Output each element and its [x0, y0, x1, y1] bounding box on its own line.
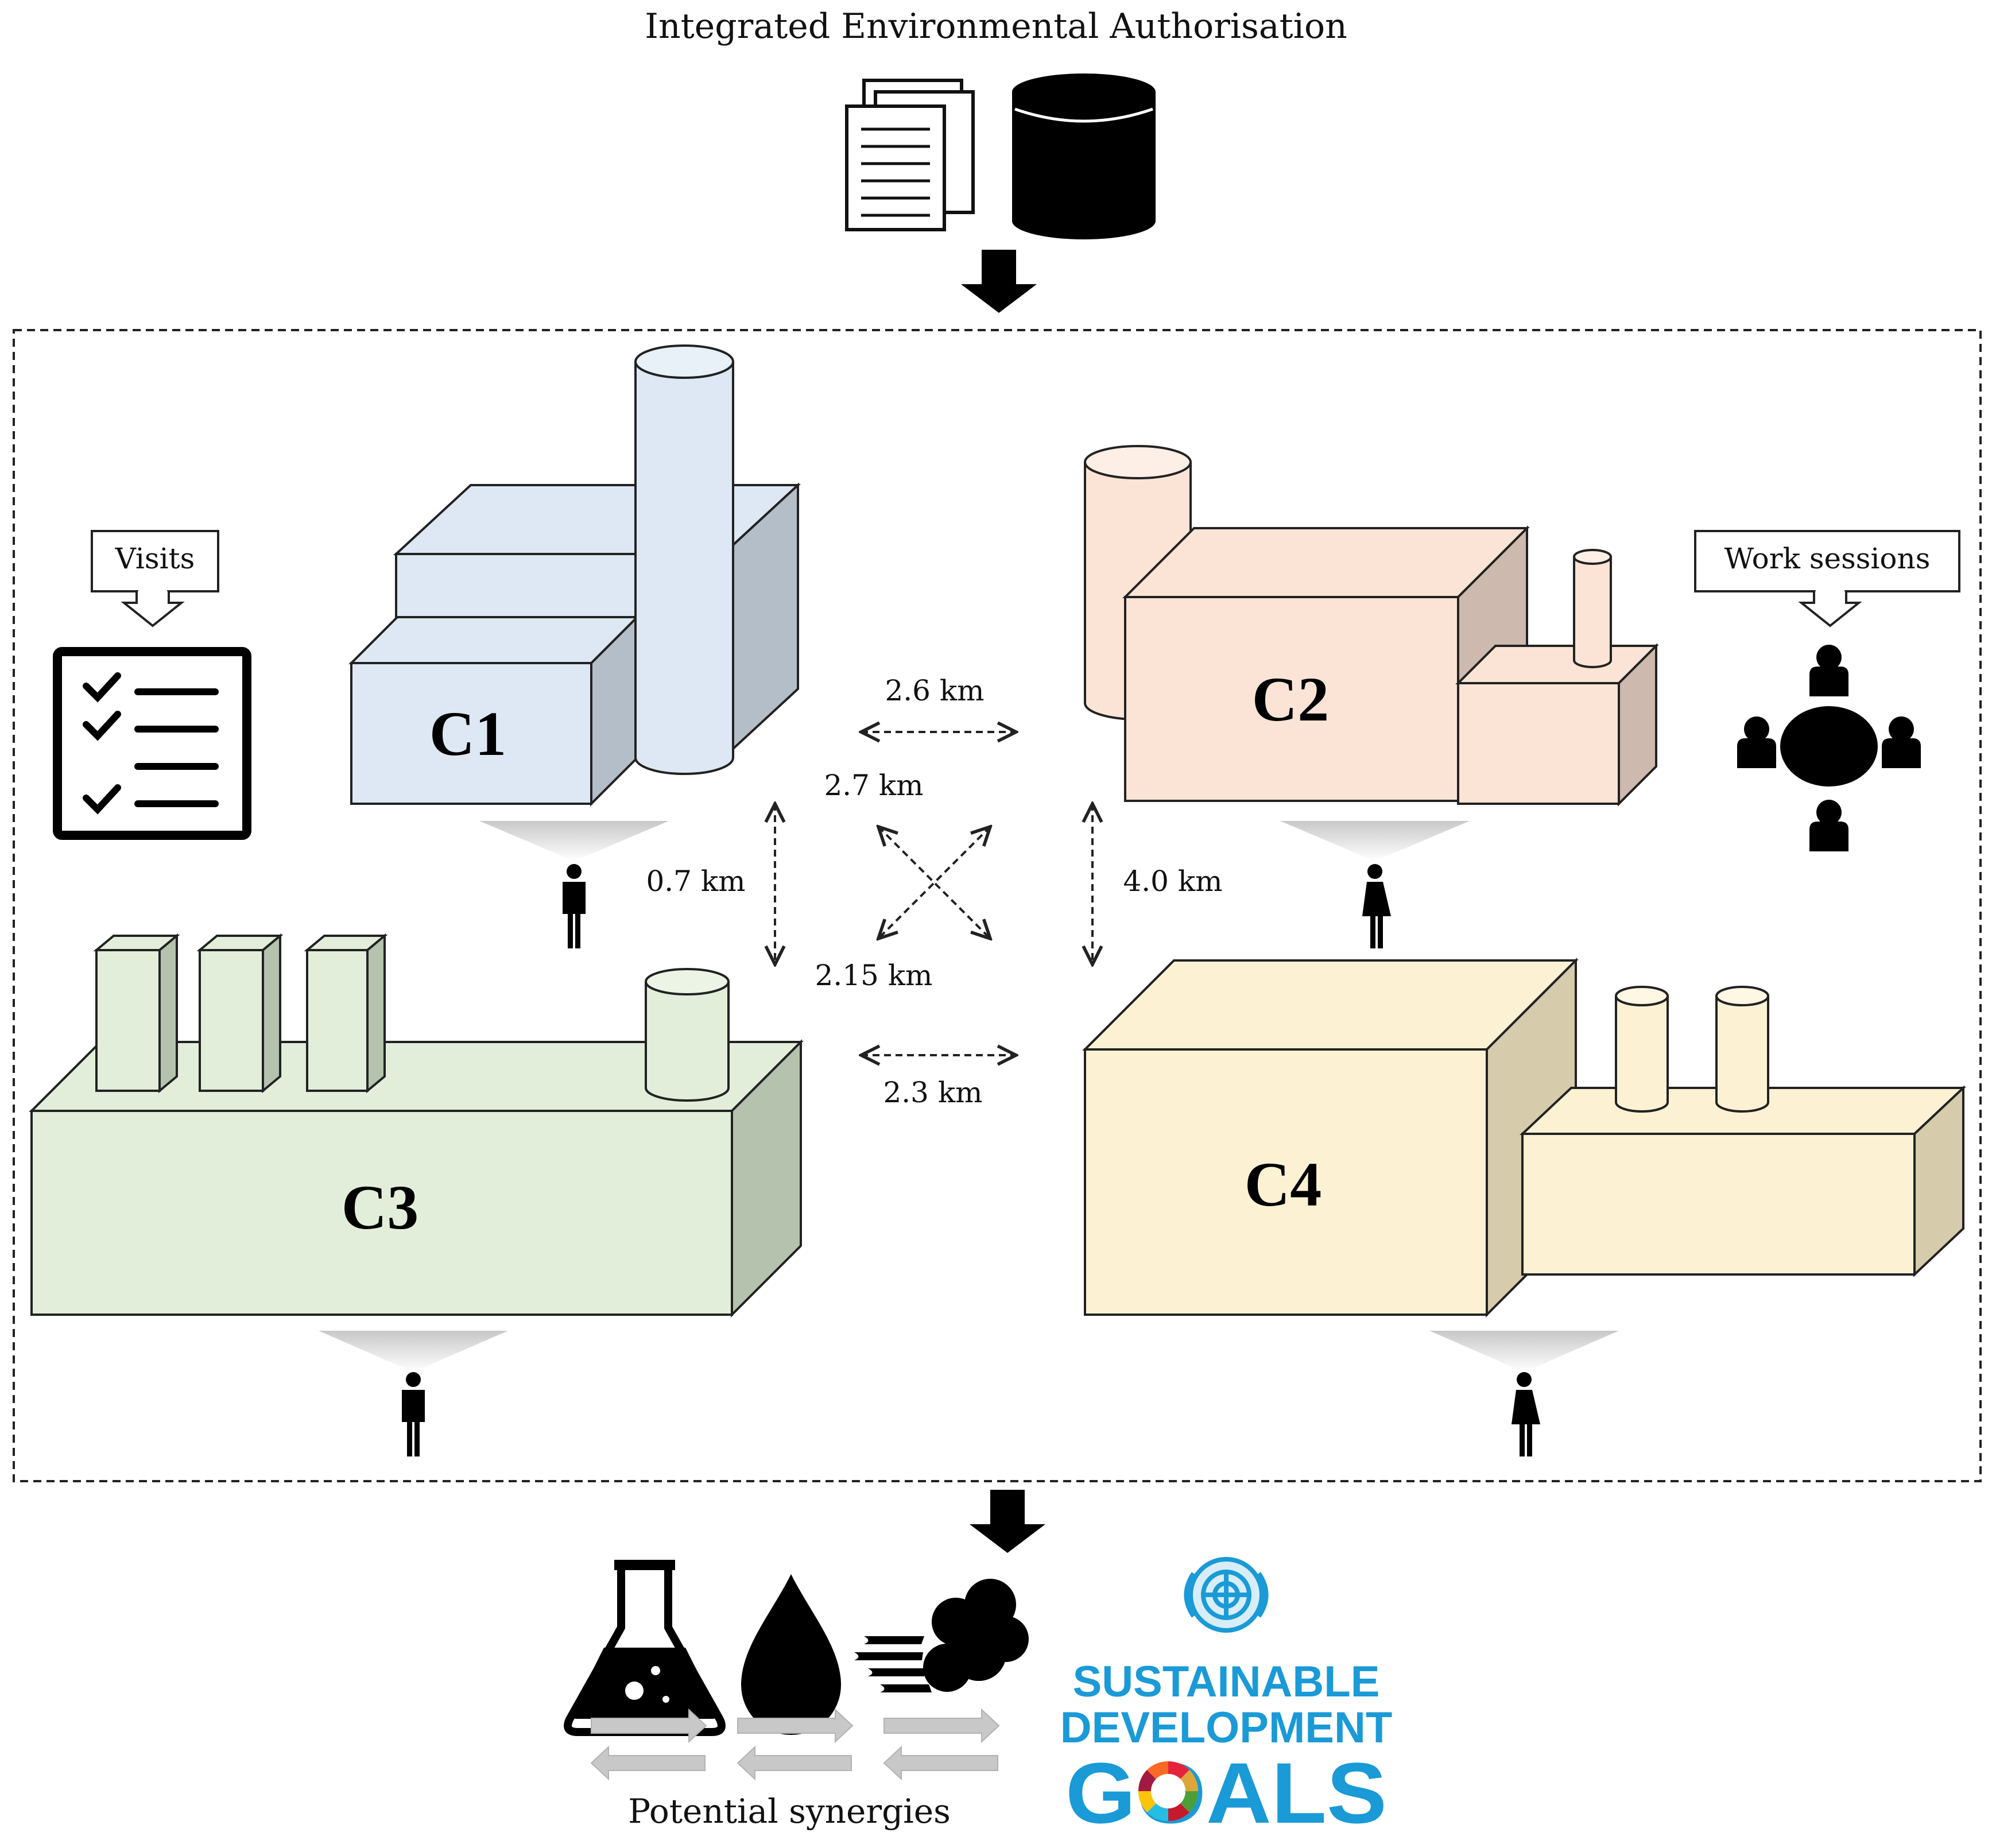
- c2-contact-person-icon: [1362, 864, 1391, 948]
- meeting-table-icon: [1737, 645, 1921, 851]
- sdg-line1: SUSTAINABLE: [1073, 1657, 1380, 1706]
- c3-contact-person-icon: [402, 1372, 425, 1456]
- c4-shadow: [1429, 1331, 1619, 1372]
- smoke-icon: [854, 1579, 1029, 1692]
- c2-label: C2: [1252, 664, 1329, 734]
- work-sessions-label: Work sessions: [1724, 542, 1931, 575]
- database-icon: [1012, 73, 1156, 239]
- sdg-line2: DEVELOPMENT: [1060, 1703, 1393, 1752]
- visits-callout: Visits: [91, 530, 219, 627]
- arrow-down-icon: [970, 1490, 1045, 1553]
- distance-label-c2-c4: 4.0 km: [1123, 865, 1222, 898]
- c1-contact-person-icon: [563, 864, 586, 948]
- exchange-arrow-left: [590, 1745, 706, 1781]
- distance-arrows: [775, 732, 1092, 1055]
- distance-arrow-c2-c3: [878, 827, 990, 939]
- company-c1: C1: [348, 344, 801, 948]
- distance-label-c1-c2: 2.6 km: [885, 674, 984, 707]
- industrial-park-frame: [13, 329, 1982, 1482]
- company-c4: C4: [1082, 958, 1967, 1456]
- company-c3: C3: [29, 933, 804, 1456]
- c3-shadow: [319, 1331, 508, 1372]
- c4-contact-person-icon: [1512, 1372, 1540, 1456]
- flask-icon: [564, 1560, 726, 1736]
- arrow-down-icon: [961, 250, 1037, 313]
- company-c2: C2: [1084, 445, 1659, 948]
- exchange-arrow-right: [737, 1708, 854, 1744]
- c4-label: C4: [1245, 1149, 1321, 1219]
- c1-label: C1: [429, 699, 506, 769]
- un-emblem-icon: [1184, 1557, 1269, 1633]
- visits-label: Visits: [115, 542, 195, 575]
- c3-building: [30, 1110, 733, 1316]
- sdg-line3: GOALS: [1065, 1745, 1387, 1841]
- sdg-color-wheel-icon: [1138, 1761, 1199, 1822]
- page-title: Integrated Environmental Authorisation: [645, 6, 1347, 47]
- exchange-arrow-left: [883, 1745, 998, 1781]
- distance-label-c1-c3: 0.7 km: [646, 865, 745, 898]
- distance-label-c3-c4: 2.3 km: [883, 1076, 982, 1109]
- c2-shadow: [1280, 821, 1470, 861]
- exchange-arrow-right: [883, 1708, 1000, 1744]
- c3-label: C3: [342, 1172, 418, 1242]
- checklist-icon: [53, 647, 251, 840]
- synergies-label: Potential synergies: [628, 1792, 951, 1831]
- exchange-arrows: [590, 1708, 1000, 1781]
- distance-label-c1-c4: 2.7 km: [824, 769, 923, 802]
- c4-building: [1084, 1048, 1488, 1316]
- distance-labels: 2.6 km 2.7 km 0.7 km 4.0 km 2.15 km 2.3 …: [646, 674, 1222, 1109]
- sdg-logo: SUSTAINABLE DEVELOPMENT GOALS: [1060, 1557, 1393, 1841]
- exchange-arrow-right: [591, 1708, 707, 1744]
- distance-label-c2-c3: 2.15 km: [815, 959, 933, 992]
- documents-icon: [845, 79, 975, 231]
- exchange-arrow-left: [737, 1745, 852, 1781]
- work-sessions-callout: Work sessions: [1694, 530, 1960, 627]
- c1-shadow: [479, 821, 669, 861]
- water-drop-icon: [741, 1574, 841, 1735]
- c1-building: [350, 662, 592, 805]
